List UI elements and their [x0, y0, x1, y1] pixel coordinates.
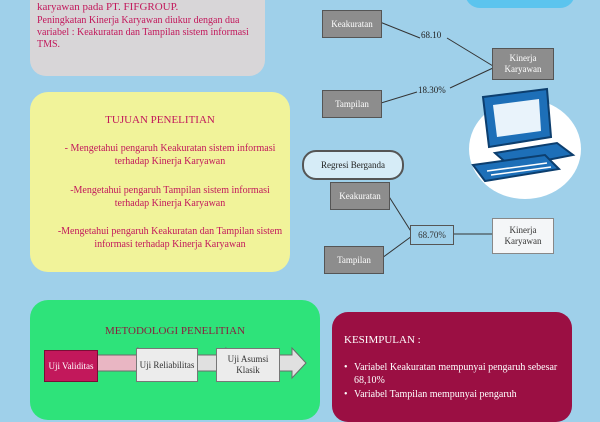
regresi-var-keakuratan-box: Keakuratan: [330, 182, 390, 210]
step-uji-validitas: Uji Validitas: [44, 350, 98, 382]
step-uji-asumsi-klasik: Uji Asumsi Klasik: [216, 348, 280, 382]
connector-line: [387, 194, 413, 234]
var-tampilan-box: Tampilan: [322, 90, 382, 118]
tujuan-title: TUJUAN PENELITIAN: [105, 114, 215, 126]
tujuan-item: -Mengetahui pengaruh Keakuratan dan Tamp…: [57, 226, 283, 250]
connector-line: [446, 37, 494, 67]
connector-line: [379, 21, 421, 39]
diagram-connectors: [379, 21, 494, 259]
intro-card: karyawan pada PT. FIFGROUP. Peningkatan …: [30, 0, 265, 76]
tujuan-card: TUJUAN PENELITIAN - Mengetahui pengaruh …: [30, 92, 290, 272]
intro-line-2: Peningkatan Kinerja Karyawan diukur deng…: [37, 15, 249, 50]
kesimpulan-item: • Variabel Keakuratan mempunyai pengaruh…: [344, 361, 564, 387]
target-kinerja-box: Kinerja Karyawan: [492, 48, 554, 80]
kesimpulan-item-text: Variabel Keakuratan mempunyai pengaruh s…: [354, 362, 558, 386]
kesimpulan-title: KESIMPULAN :: [344, 334, 421, 346]
bullet-icon: •: [344, 389, 348, 400]
tujuan-item: - Mengetahui pengaruh Keakuratan sistem …: [64, 143, 276, 167]
value-keakuratan: 68.10: [421, 30, 442, 40]
monitor-screen: [493, 99, 541, 137]
regresi-target-box: Kinerja Karyawan: [492, 218, 554, 254]
decorative-oval: [465, 0, 575, 8]
connector-line: [449, 67, 494, 89]
tujuan-item: -Mengetahui pengaruh Tampilan sistem inf…: [70, 185, 270, 209]
bullet-icon: •: [344, 362, 348, 373]
step-uji-reliabilitas: Uji Reliabilitas: [136, 348, 198, 382]
intro-line-1: karyawan pada PT. FIFGROUP.: [37, 1, 179, 13]
connector-line: [380, 91, 418, 104]
regresi-value: 68.70%: [410, 225, 454, 245]
computer-icon: [469, 87, 581, 199]
value-tampilan: 18.30%: [418, 85, 446, 95]
regresi-label: Regresi Berganda: [302, 150, 404, 180]
metodologi-title: METODOLOGI PENELITIAN: [104, 325, 246, 337]
kesimpulan-item: • Variabel Tampilan mempunyai pengaruh: [344, 388, 564, 401]
connector-line: [381, 235, 413, 259]
var-keakuratan-box: Keakuratan: [322, 10, 382, 38]
regresi-var-tampilan-box: Tampilan: [324, 246, 384, 274]
kesimpulan-item-text: Variabel Tampilan mempunyai pengaruh: [354, 389, 517, 400]
